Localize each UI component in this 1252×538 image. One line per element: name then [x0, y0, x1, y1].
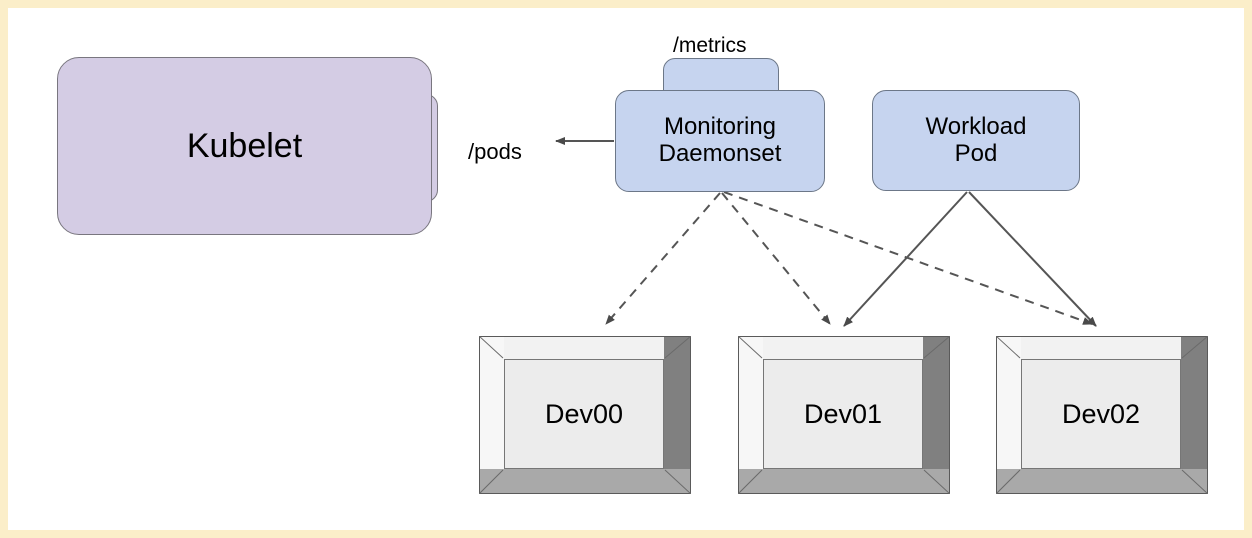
node-monitoring-daemonset[interactable]: Monitoring Daemonset [615, 90, 825, 192]
dev00-bevel-top [480, 337, 690, 359]
dev01-bevel-left [739, 337, 763, 493]
dev00-bevel-right [664, 337, 690, 493]
dev00-bevel-bottom [480, 469, 690, 493]
dev00-body: Dev00 [479, 336, 691, 494]
dev01-bevel-right [923, 337, 949, 493]
connector-layer [555, 137, 1097, 327]
node-device-dev02[interactable]: Dev02 [996, 336, 1208, 494]
daemonset-label-line2: Daemonset [658, 140, 782, 167]
metrics-port-label: /metrics [673, 34, 747, 57]
node-device-dev01[interactable]: Dev01 [738, 336, 950, 494]
diagram-canvas: Kubelet /pods /metrics Monitoring Daemon… [8, 8, 1244, 530]
dev01-face: Dev01 [763, 359, 923, 469]
node-device-dev00[interactable]: Dev00 [479, 336, 691, 494]
dev02-bevel-right [1181, 337, 1207, 493]
dev02-label: Dev02 [1061, 398, 1141, 429]
workload-label-line1: Workload [925, 112, 1027, 140]
dev00-face: Dev00 [504, 359, 664, 469]
dev02-bevel-top [997, 337, 1207, 359]
edge-workload-to-dev02 [968, 191, 1097, 327]
daemonset-label-line1: Monitoring [663, 113, 777, 141]
edge-daemonset-to-dev00 [605, 192, 721, 325]
dev01-bevel-top [739, 337, 949, 359]
dev00-bevel-left [480, 337, 504, 493]
node-workload-pod[interactable]: Workload Pod [872, 90, 1080, 191]
edge-workload-to-dev01 [843, 191, 968, 327]
pods-port-label: /pods [468, 139, 522, 164]
dev02-face: Dev02 [1021, 359, 1181, 469]
dev01-label: Dev01 [803, 398, 883, 429]
dev01-bevel-bottom [739, 469, 949, 493]
workload-label-line2: Pod [954, 139, 998, 167]
kubelet-label: Kubelet [186, 126, 303, 165]
dev00-label: Dev00 [544, 398, 624, 429]
dev02-body: Dev02 [996, 336, 1208, 494]
dev01-body: Dev01 [738, 336, 950, 494]
node-kubelet[interactable]: Kubelet [57, 57, 432, 235]
dev02-bevel-bottom [997, 469, 1207, 493]
dev02-bevel-left [997, 337, 1021, 493]
edge-daemonset-to-dev02 [723, 191, 1093, 325]
edge-daemonset-to-dev01 [721, 192, 831, 325]
